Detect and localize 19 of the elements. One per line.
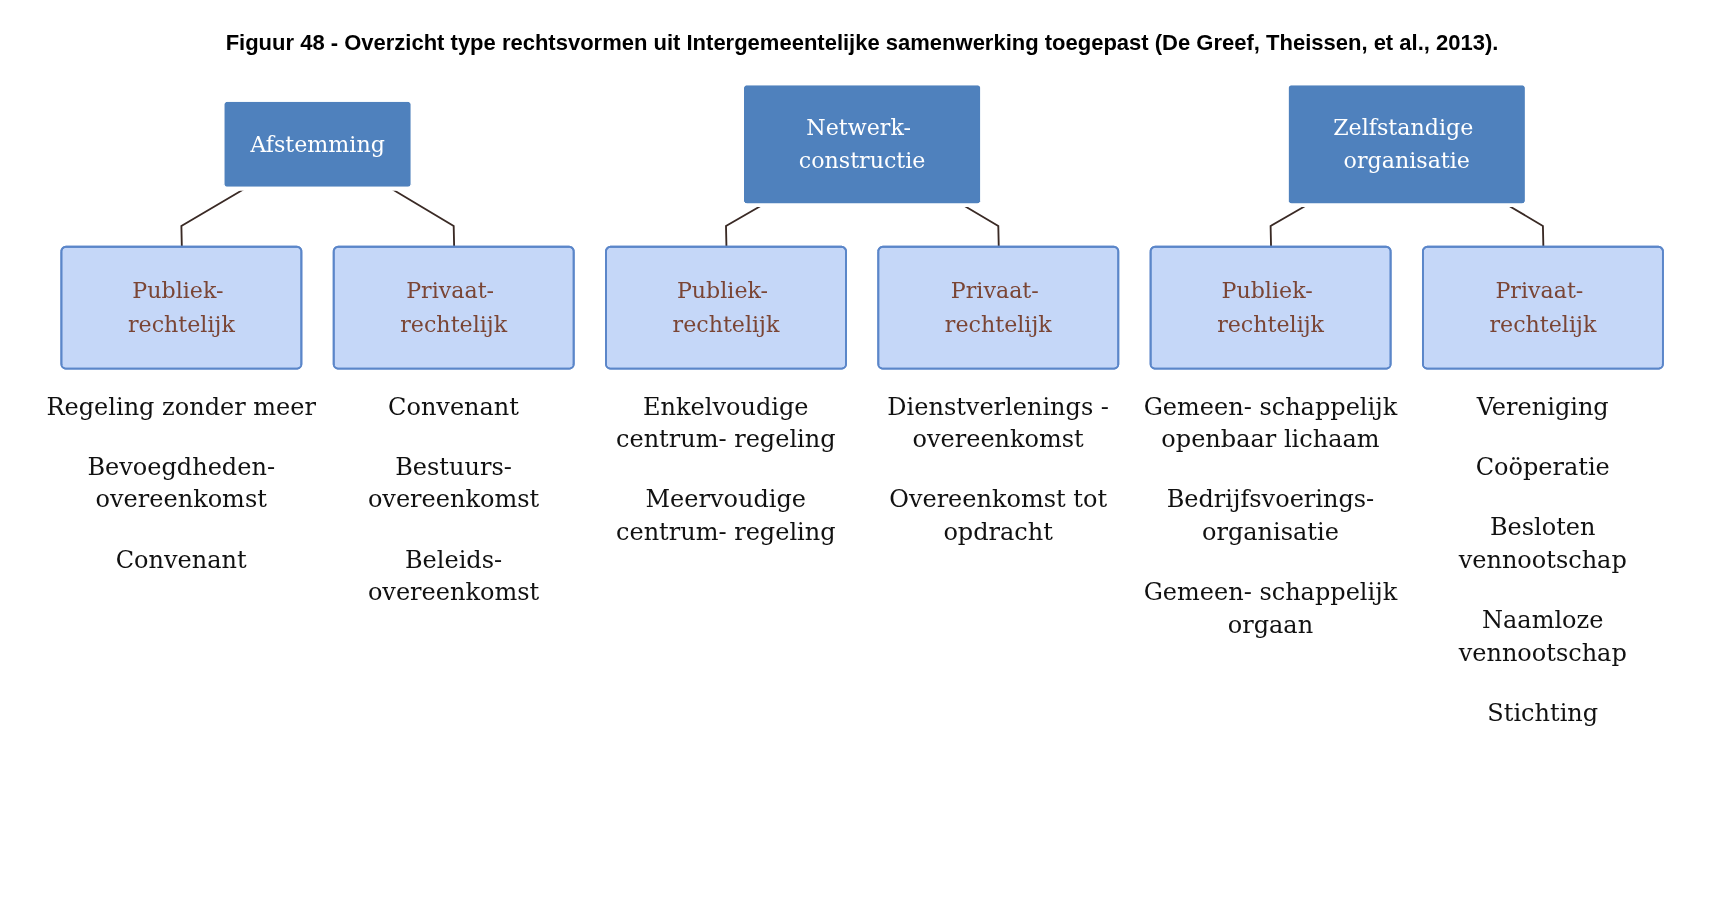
legal-form-text: Coöperatie: [1474, 452, 1611, 483]
legal-form-text: Bevoegdheden- overeenkomst: [86, 452, 276, 516]
legal-form-text: Bedrijfsvoerings- organisatie: [1165, 484, 1376, 548]
legal-form-text: Overeenkomst tot opdracht: [888, 484, 1109, 548]
legal-form-text: Meervoudige centrum- regeling: [615, 484, 837, 548]
legal-form-text: Vereniging: [1475, 391, 1610, 423]
legal-form-text: Gemeen- schappelijk openbaar lichaam: [1142, 391, 1399, 455]
legal-form-text: Gemeen- schappelijk orgaan: [1142, 577, 1399, 641]
legal-form-text: Stichting: [1486, 697, 1600, 729]
legal-form-text: Dienstverlenings -overeenkomst: [886, 391, 1110, 455]
legal-form-text: Enkelvoudige centrum- regeling: [615, 391, 837, 455]
legal-form-text: Regeling zonder meer: [46, 391, 317, 423]
legal-form-text: Naamloze vennootschap: [1457, 605, 1628, 669]
figure-title: Figuur 48 - Overzicht type rechtsvormen uit Intergemeentelijke samenwerking toegepast (De Greef, Theissen, et al., 2013).: [224, 29, 1500, 57]
legal-form-text: Bestuurs- overeenkomst: [366, 452, 541, 516]
legal-form-text: Convenant: [114, 544, 248, 576]
legal-form-text: Besloten vennootschap: [1457, 512, 1628, 576]
legal-form-text: Convenant: [387, 391, 520, 423]
legal-form-text: Beleids- overeenkomst: [366, 544, 541, 609]
